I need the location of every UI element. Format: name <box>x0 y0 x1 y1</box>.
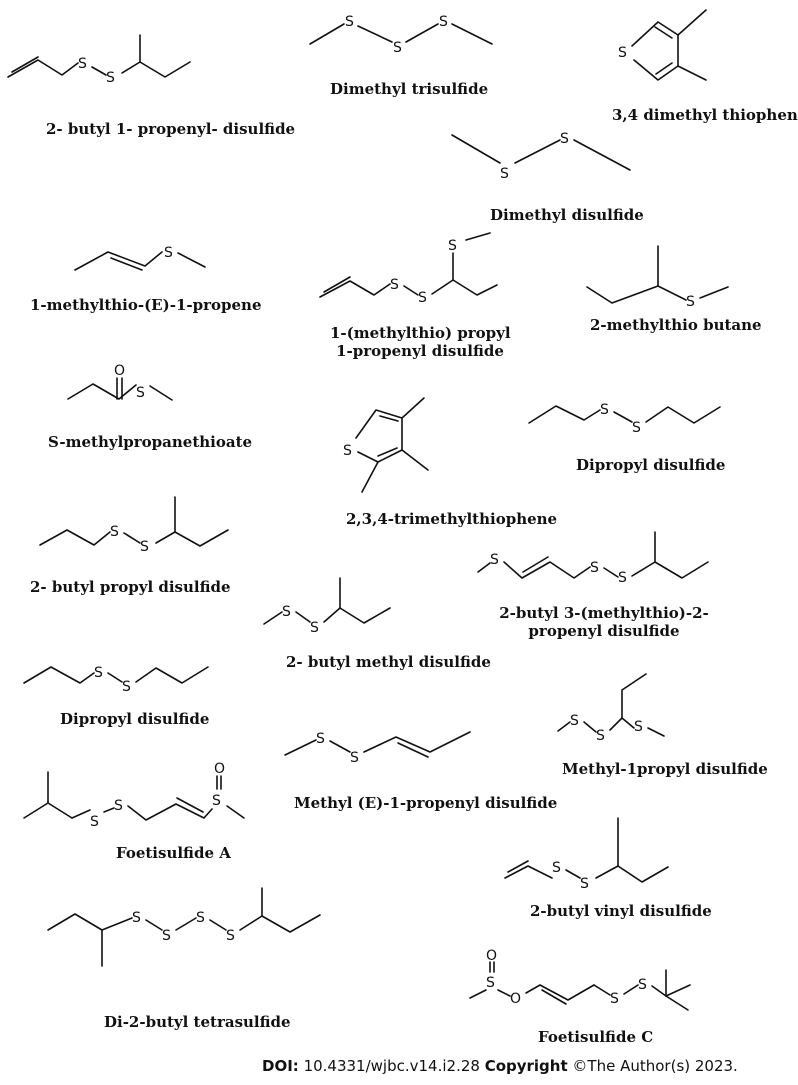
atom-sulfur: S <box>590 560 599 576</box>
compound-label: Foetisulfide A <box>116 844 231 862</box>
compound-label: 1-methylthio-(E)-1-propene <box>30 296 262 314</box>
atom-sulfur: S <box>196 910 205 926</box>
compound-label: 2- butyl propyl disulfide <box>30 578 231 596</box>
atom-oxygen: O <box>114 363 125 379</box>
copyright-value: ©The Author(s) 2023. <box>567 1057 738 1075</box>
structure-s-methylpropanethioate: O S <box>67 363 173 401</box>
atom-sulfur: S <box>490 552 499 568</box>
compound-label: 1-(methylthio) propyl 1-propenyl disulfi… <box>330 324 511 360</box>
atom-sulfur: S <box>439 14 448 30</box>
atom-sulfur: S <box>418 290 427 306</box>
compound-label: Dimethyl trisulfide <box>330 80 489 98</box>
atom-sulfur: S <box>132 910 141 926</box>
atom-sulfur: S <box>106 70 115 86</box>
structure-2-butyl-3-methylthio-2-propenyl-disulfide: S S S <box>477 531 709 586</box>
compound-label: Methyl-1propyl disulfide <box>562 760 768 778</box>
structure-1-methylthio-e-1-propene: S <box>74 245 206 271</box>
atom-sulfur: S <box>632 420 641 436</box>
atom-sulfur: S <box>282 604 291 620</box>
compound-label: Dipropyl disulfide <box>60 710 210 728</box>
compound-label: 2-methylthio butane <box>590 316 762 334</box>
compound-label: Methyl (E)-1-propenyl disulfide <box>294 794 558 812</box>
atom-sulfur: S <box>610 991 619 1007</box>
compound-label: 2- butyl 1- propenyl- disulfide <box>46 120 296 138</box>
atom-sulfur: S <box>345 14 354 30</box>
compound-label-line: propenyl disulfide <box>528 622 680 640</box>
compound-label-line: 2-butyl 3-(methylthio)-2- <box>499 604 709 622</box>
doi-value: 10.4331/wjbc.v14.i2.28 <box>298 1057 485 1075</box>
structure-dipropyl-disulfide-left: S S <box>23 665 209 695</box>
structure-3-4-dimethyl-thiophen: S <box>618 9 707 81</box>
structure-2-methylthio-butane: S <box>586 245 729 310</box>
structure-diagram: S S S S S S S S S <box>7 9 729 1011</box>
atom-sulfur: S <box>638 977 647 993</box>
structure-1-methylthio-propyl-1-propenyl-disulfide: S S S <box>319 232 498 306</box>
structure-foetisulfide-c: O S O S S <box>469 948 691 1011</box>
atom-sulfur: S <box>316 731 325 747</box>
atom-sulfur: S <box>350 750 359 766</box>
atom-oxygen: O <box>510 991 521 1007</box>
compound-label-line: 1-propenyl disulfide <box>336 342 504 360</box>
structure-2-butyl-vinyl-disulfide: S S <box>504 817 669 892</box>
atom-sulfur: S <box>110 524 119 540</box>
compound-label: 2-butyl vinyl disulfide <box>530 902 712 920</box>
structure-2-butyl-propyl-disulfide: S S <box>39 496 229 555</box>
compound-label-line: 1-(methylthio) propyl <box>330 324 511 342</box>
structure-dimethyl-trisulfide: S S S <box>309 14 493 56</box>
atom-sulfur: S <box>560 131 569 147</box>
structure-2-butyl-1-propenyl-disulfide: S S <box>7 34 191 86</box>
compound-label: Dimethyl disulfide <box>490 206 644 224</box>
copyright-label: Copyright <box>484 1057 568 1075</box>
structure-foetisulfide-a: S S O S <box>23 761 245 830</box>
atom-sulfur: S <box>618 45 627 61</box>
doi-label: DOI: <box>262 1057 299 1075</box>
atom-sulfur: S <box>114 798 123 814</box>
atom-sulfur: S <box>686 294 695 310</box>
atom-sulfur: S <box>570 713 579 729</box>
atom-sulfur: S <box>393 40 402 56</box>
atom-sulfur: S <box>94 665 103 681</box>
atom-sulfur: S <box>580 876 589 892</box>
atom-sulfur: S <box>164 245 173 261</box>
atom-sulfur: S <box>448 238 457 254</box>
citation-footer: DOI: 10.4331/wjbc.v14.i2.28 Copyright ©T… <box>262 1057 738 1075</box>
structure-methyl-e-1-propenyl-disulfide: S S <box>284 731 471 766</box>
atom-sulfur: S <box>500 166 509 182</box>
atom-sulfur: S <box>634 719 643 735</box>
atom-sulfur: S <box>140 539 149 555</box>
atom-sulfur: S <box>390 277 399 293</box>
compound-label: 2,3,4-trimethylthiophene <box>346 510 558 528</box>
compound-label: 2-butyl 3-(methylthio)-2- propenyl disul… <box>494 604 714 640</box>
structure-methyl-1propyl-disulfide: S S S <box>557 673 665 744</box>
atom-sulfur: S <box>90 814 99 830</box>
atom-sulfur: S <box>618 570 627 586</box>
atom-sulfur: S <box>162 928 171 944</box>
atom-oxygen: O <box>214 761 225 777</box>
atom-sulfur: S <box>552 860 561 876</box>
atom-sulfur: S <box>78 56 87 72</box>
structure-dimethyl-disulfide: S S <box>451 131 631 182</box>
atom-sulfur: S <box>226 928 235 944</box>
compound-label: Foetisulfide C <box>538 1028 654 1046</box>
atom-sulfur: S <box>596 728 605 744</box>
atom-sulfur: S <box>486 975 495 991</box>
atom-sulfur: S <box>310 620 319 636</box>
compound-label: Dipropyl disulfide <box>576 456 726 474</box>
compound-label: 2- butyl methyl disulfide <box>286 653 491 671</box>
structure-di-2-butyl-tetrasulfide: S S S S <box>47 887 321 967</box>
compound-label: 3,4 dimethyl thiophen <box>612 106 798 124</box>
atom-sulfur: S <box>122 679 131 695</box>
structure-2-3-4-trimethylthiophene: S <box>343 397 429 493</box>
atom-sulfur: S <box>600 402 609 418</box>
atom-sulfur: S <box>212 793 221 809</box>
atom-sulfur: S <box>343 443 352 459</box>
compound-label: S-methylpropanethioate <box>48 433 253 451</box>
compound-label: Di-2-butyl tetrasulfide <box>104 1013 291 1031</box>
atom-oxygen: O <box>486 948 497 964</box>
atom-sulfur: S <box>136 385 145 401</box>
structure-2-butyl-methyl-disulfide: S S <box>263 577 391 636</box>
structure-dipropyl-disulfide-right: S S <box>528 402 721 436</box>
